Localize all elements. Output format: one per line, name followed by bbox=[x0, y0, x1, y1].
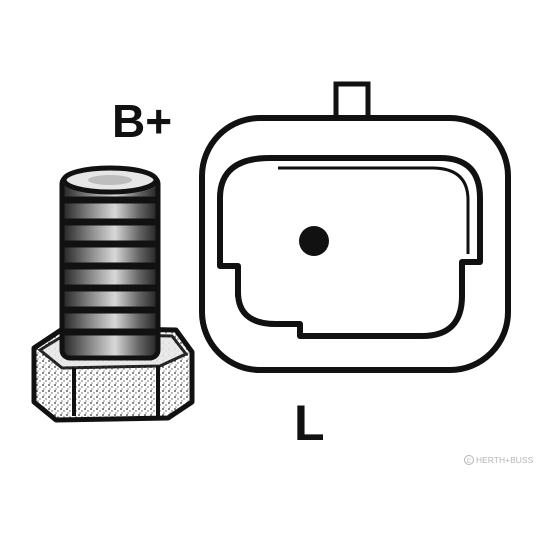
plug-inner-rim bbox=[278, 166, 470, 254]
bolt-tip-center bbox=[88, 175, 132, 185]
connector-plug-icon bbox=[199, 81, 511, 373]
connector-plug bbox=[199, 81, 511, 373]
plug-key-tab bbox=[333, 81, 371, 123]
plug-inner-socket bbox=[217, 155, 483, 339]
bolt-threads bbox=[62, 196, 158, 336]
hex-bolt-terminal-icon bbox=[31, 165, 195, 423]
plug-contact-pin bbox=[299, 226, 329, 256]
watermark-text: HERTH+BUSS bbox=[476, 455, 534, 465]
svg-text:C: C bbox=[467, 458, 472, 465]
plug-outer-housing bbox=[199, 115, 511, 373]
watermark: C HERTH+BUSS bbox=[464, 455, 534, 465]
terminal-bolt bbox=[31, 165, 195, 423]
copyright-icon: C bbox=[464, 455, 474, 465]
l-label: L bbox=[294, 395, 325, 451]
b-plus-label: B+ bbox=[112, 95, 172, 147]
